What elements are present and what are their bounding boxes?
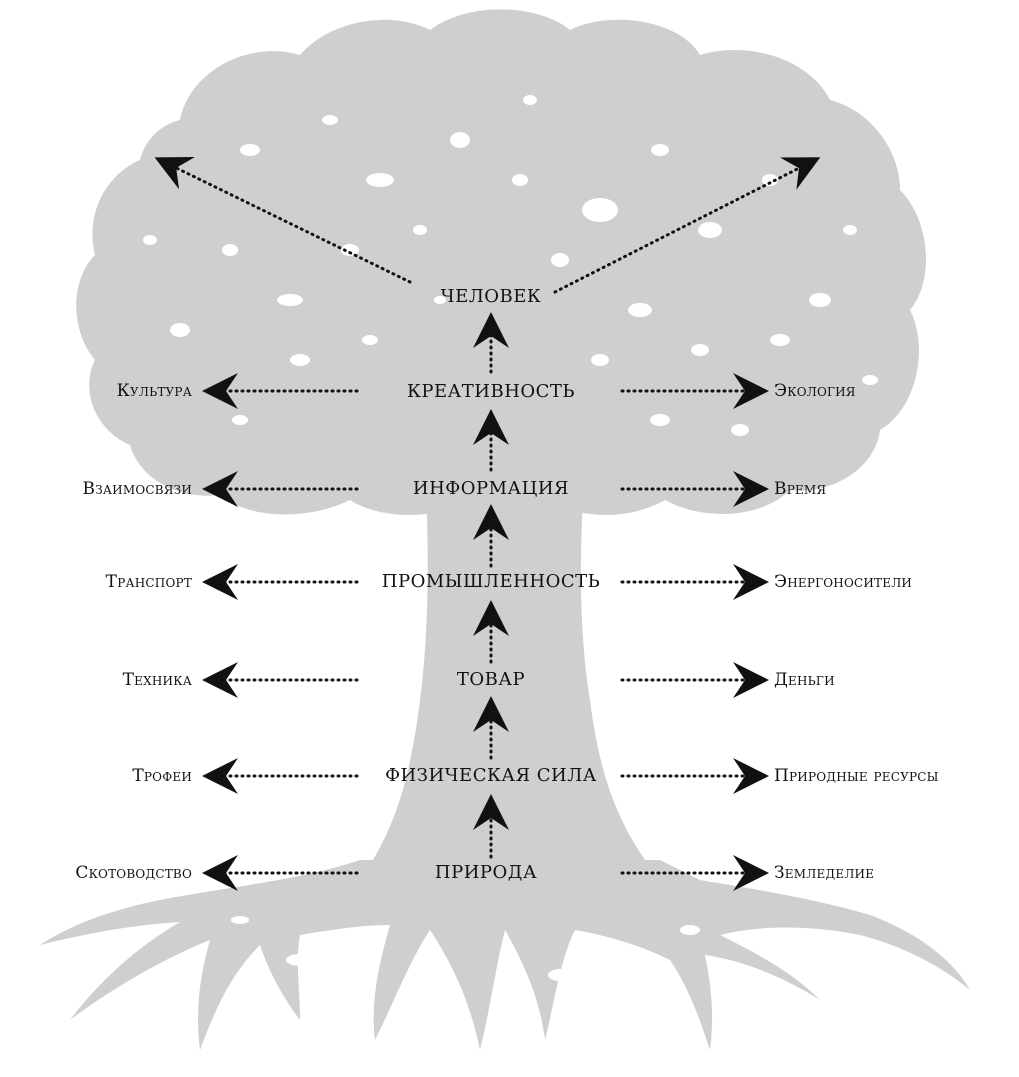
left-label-5: Трофеи (132, 766, 192, 786)
node-level-5: ФИЗИЧЕСКАЯ СИЛА (385, 765, 597, 786)
node-level-1: КРЕАТИВНОСТЬ (406, 381, 576, 402)
node-level-6: ПРИРОДА (434, 862, 538, 883)
arrow-top-right (553, 157, 821, 294)
right-label-5: Природные ресурсы (774, 766, 939, 786)
left-label-6: Скотоводство (75, 863, 192, 883)
right-label-6: Земледелие (774, 863, 875, 883)
left-label-2: Взаимосвязи (82, 479, 192, 499)
right-label-1: Экология (774, 381, 856, 401)
right-label-2: Время (774, 479, 827, 499)
left-label-4: Техника (122, 670, 192, 690)
right-label-3: Энергоносители (774, 572, 913, 592)
node-level-3: ПРОМЫШЛЕННОСТЬ (381, 571, 601, 592)
node-level-4: ТОВАР (456, 669, 526, 690)
right-label-4: Деньги (774, 670, 835, 690)
left-label-1: Культура (116, 381, 192, 401)
left-label-3: Транспорт (105, 572, 192, 592)
node-top: ЧЕЛОВЕК (440, 286, 542, 307)
arrow-top-left (154, 156, 412, 284)
node-level-2: ИНФОРМАЦИЯ (412, 478, 570, 499)
